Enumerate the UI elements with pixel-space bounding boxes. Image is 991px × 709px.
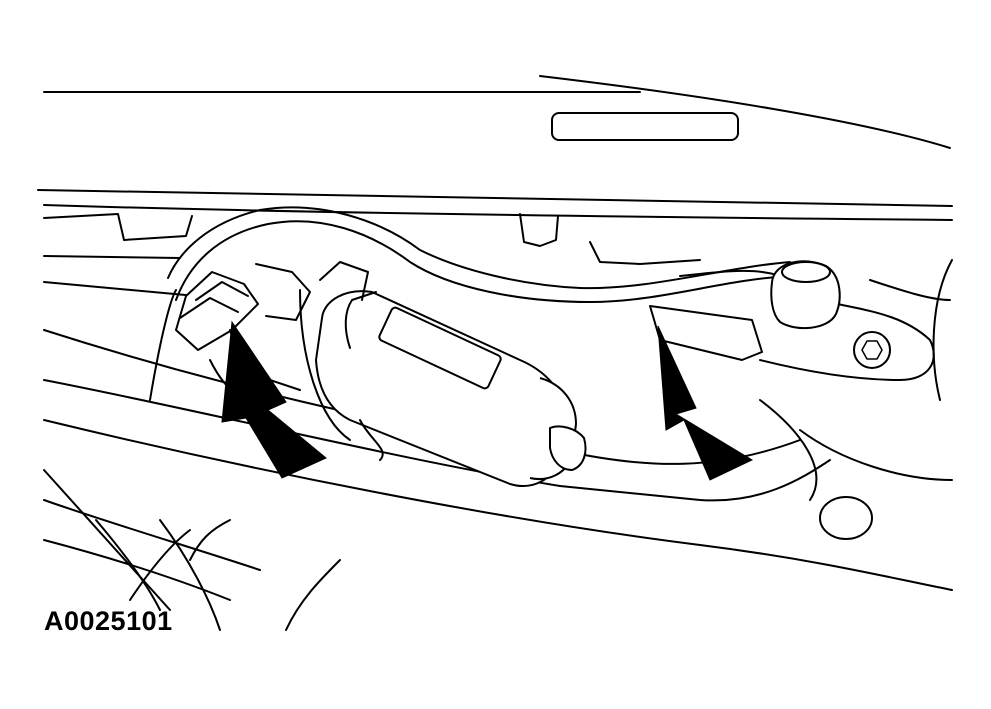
- cowl-slot: [551, 112, 739, 141]
- wiper-linkage: [649, 260, 935, 381]
- mounting-hole: [819, 496, 873, 540]
- arrow-linkage: [657, 325, 754, 481]
- cowl-top-panel: [37, 75, 953, 221]
- arrow-connector: [221, 320, 327, 479]
- pivot-bolt: [853, 331, 891, 369]
- figure-id-label: A0025101: [44, 606, 173, 636]
- wiring-harness: [129, 206, 791, 601]
- motor-label-plate: [378, 306, 502, 390]
- wiper-motor: [299, 261, 587, 487]
- callout-arrows: [221, 320, 754, 481]
